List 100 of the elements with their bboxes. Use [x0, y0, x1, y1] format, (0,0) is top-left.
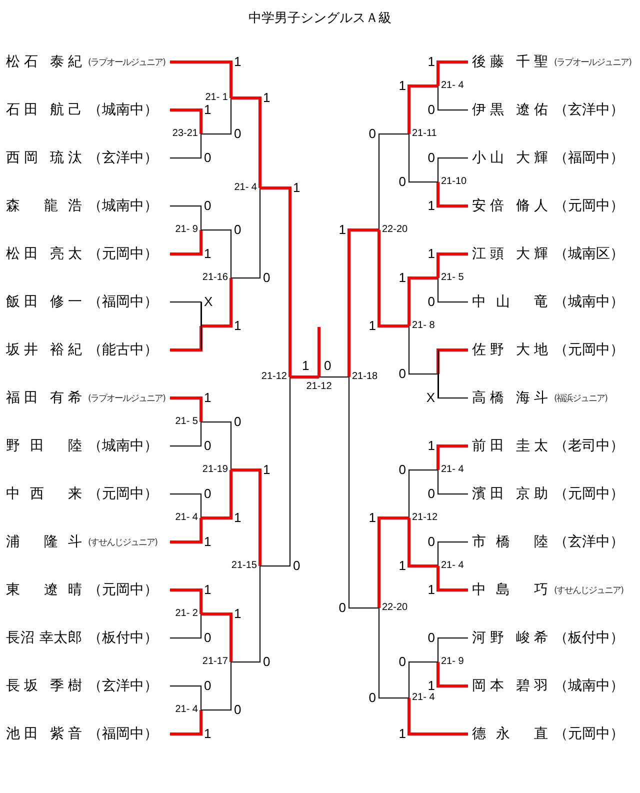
game-result: 1 [428, 679, 435, 693]
winner-line [318, 327, 320, 377]
winner-line [170, 396, 202, 422]
team-name: （城南中） [88, 101, 158, 119]
game-result: 0 [293, 559, 300, 573]
bracket-line [408, 662, 438, 698]
winner-line [378, 230, 409, 328]
game-result: 1 [204, 247, 212, 261]
player-name: 池田 紫音 [6, 725, 82, 743]
match-score: 21-17 [187, 655, 231, 669]
player-name: 飯田 修一 [6, 293, 82, 311]
team-name: （玄洋中） [554, 533, 624, 551]
winner-line [436, 60, 468, 86]
game-result: 1 [234, 319, 242, 333]
game-result: 1 [428, 199, 435, 213]
team-name: （板付中） [88, 629, 158, 647]
team-name: （元岡中） [88, 245, 158, 263]
team-name: （玄洋中） [554, 101, 624, 119]
match-score: 21-12 [297, 377, 341, 395]
winner-line [436, 566, 468, 592]
bracket-line [200, 662, 232, 710]
game-result: 1 [204, 391, 212, 405]
game-result: 1 [428, 583, 435, 597]
player-name: 長沼 幸太郎 [6, 629, 82, 647]
game-result: 0 [428, 631, 435, 645]
bracket-line [348, 376, 380, 608]
game-result: 0 [234, 703, 242, 717]
winner-line [201, 278, 232, 328]
match-score: 21-11 [409, 127, 453, 141]
game-result: 1 [428, 247, 435, 261]
match-score: 21- 9 [157, 223, 201, 237]
bracket-line [230, 188, 260, 278]
match-score: 21-15 [216, 559, 260, 573]
bracket-line [438, 542, 468, 566]
bracket-line [260, 376, 290, 566]
player-name: 小山 大輝 [472, 149, 548, 167]
winner-line [201, 612, 232, 662]
bracket-line [378, 134, 410, 230]
bracket-line [170, 494, 202, 518]
bracket-line [408, 326, 438, 374]
bracket-line [408, 134, 438, 182]
game-result: 1 [204, 103, 212, 117]
team-name: （福岡中） [88, 293, 158, 311]
game-result: 0 [398, 655, 406, 669]
game-result: 1 [368, 511, 376, 525]
team-name: (ラブオールジュニア) [88, 56, 166, 68]
bracket-line [170, 686, 202, 710]
player-name: 中山 竜 [472, 293, 548, 311]
team-name: （元岡中） [88, 581, 158, 599]
match-score: 21-16 [187, 271, 231, 285]
player-name: 岡本 碧羽 [472, 677, 548, 695]
player-name: 東 遼晴 [6, 581, 82, 599]
team-name: （城南中） [554, 677, 624, 695]
game-result: 1 [302, 359, 310, 373]
player-name: 長坂 季樹 [6, 677, 82, 695]
bracket-line [200, 98, 232, 134]
bracket-line [438, 158, 468, 182]
game-result: 0 [234, 127, 242, 141]
game-result: 1 [204, 535, 212, 549]
player-name: 佐野 大地 [472, 341, 548, 359]
bracket-line [230, 566, 260, 662]
match-score: 21- 4 [409, 691, 453, 705]
bracket-line [438, 278, 468, 302]
team-name: （玄洋中） [88, 677, 158, 695]
team-name: （板付中） [554, 629, 624, 647]
team-name: （元岡中） [554, 197, 624, 215]
game-result: 1 [398, 79, 406, 93]
game-result: 0 [338, 601, 346, 615]
match-score: 21- 4 [157, 703, 201, 717]
winner-line [170, 230, 202, 256]
bracket-line [200, 422, 232, 470]
game-result: 1 [234, 607, 242, 621]
game-result: 0 [428, 295, 435, 309]
game-result: 0 [368, 691, 376, 705]
bracket-line [318, 376, 350, 378]
winner-line [170, 710, 202, 736]
game-result: 1 [428, 439, 435, 453]
player-name: 江頭 大輝 [472, 245, 548, 263]
player-name: 安倍 脩人 [472, 197, 548, 215]
winner-line [170, 588, 202, 614]
match-score: 21-10 [438, 175, 482, 189]
game-result: 0 [428, 103, 435, 117]
player-name: 野田 陸 [6, 437, 82, 455]
game-result: 0 [263, 271, 270, 285]
team-name: (福浜ジュニア) [554, 392, 608, 404]
match-score: 21- 4 [438, 559, 482, 573]
winner-line [231, 96, 262, 188]
winner-line [408, 276, 438, 326]
match-score: 22-20 [379, 601, 423, 615]
player-name: 後藤 千聖 [472, 53, 548, 71]
team-name: （能古中） [88, 341, 158, 359]
game-result: 0 [324, 359, 332, 373]
game-result: 0 [204, 487, 212, 501]
game-result: 0 [398, 367, 406, 381]
bracket-line [438, 470, 468, 494]
match-score: 21- 5 [438, 271, 482, 285]
player-name: 石田 航己 [6, 101, 82, 119]
match-score: 21- 9 [438, 655, 482, 669]
winner-line [170, 108, 202, 134]
game-result: 1 [263, 463, 270, 477]
